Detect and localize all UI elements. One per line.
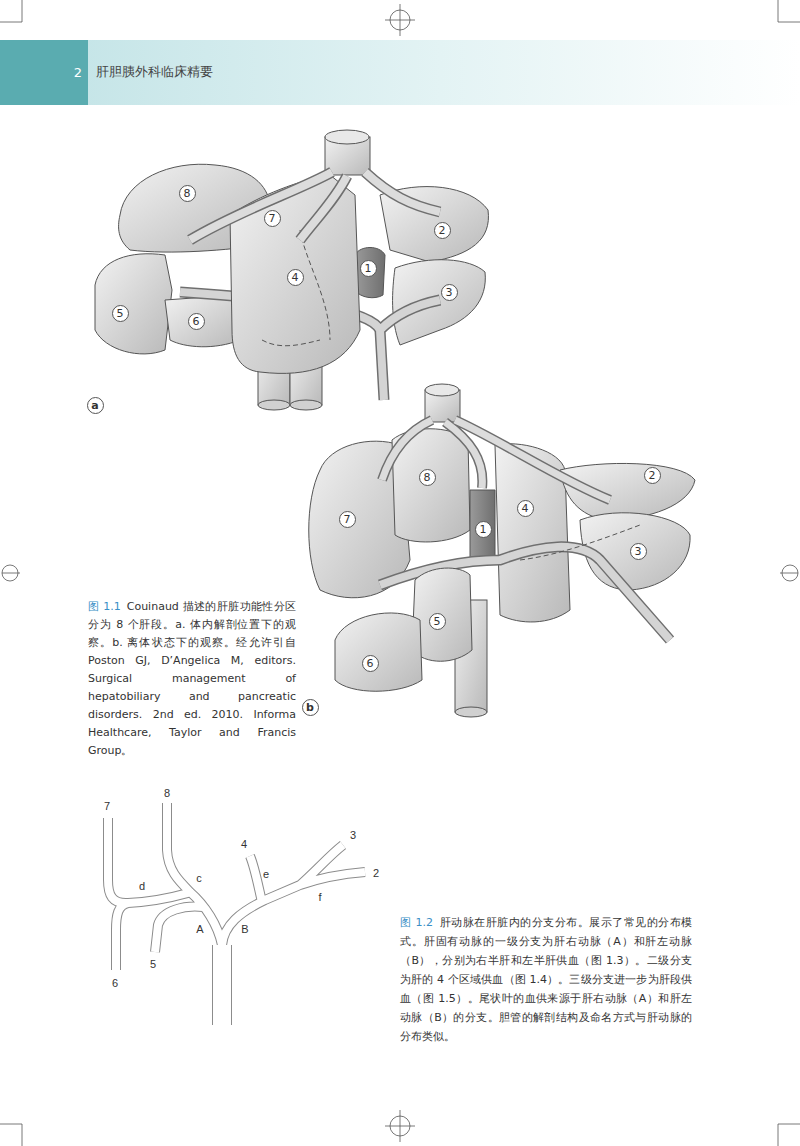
segment-number: 8 (419, 469, 436, 486)
segment-number: 8 (179, 185, 196, 202)
branch-label: e (263, 868, 269, 880)
node-text: a (91, 400, 98, 411)
node-text: 8 (424, 472, 431, 483)
branch-label: c (196, 872, 202, 884)
segment-number: 1 (360, 260, 377, 277)
dashed-outline (262, 230, 330, 346)
segment-number: 4 (517, 500, 534, 517)
crop-line (400, 4, 401, 36)
node-text: 5 (434, 616, 441, 627)
branch-label: B (241, 923, 248, 935)
node-text: 7 (344, 514, 351, 525)
crop-line (778, 0, 779, 22)
branch-label: A (196, 923, 203, 935)
artery (213, 945, 231, 1026)
segment-number: 5 (112, 305, 129, 322)
liver-segment (355, 248, 385, 298)
vessel-end (325, 130, 369, 144)
running-head: 肝胆胰外科临床精要 (96, 63, 213, 81)
node-text: 4 (292, 272, 299, 283)
artery-outline (108, 803, 365, 970)
node-text: 2 (649, 470, 656, 481)
node-text: 4 (522, 503, 529, 514)
vessel-end (290, 400, 322, 410)
liver-segment (95, 254, 172, 354)
branch-label: 3 (350, 829, 356, 841)
segment-number: 5 (429, 613, 446, 630)
branch-label: 4 (241, 838, 247, 850)
liver-segment (470, 490, 495, 560)
branch-label: 6 (112, 977, 118, 989)
segment-number: 3 (441, 284, 458, 301)
branch-label: 2 (373, 867, 379, 879)
node-text: 5 (117, 308, 124, 319)
artery-outline (212, 945, 232, 1025)
branch-label: f (318, 891, 321, 903)
crop-line (778, 1124, 779, 1146)
vessel-end (425, 384, 459, 396)
segment-number: 7 (339, 511, 356, 528)
hepatic-veins (190, 172, 440, 240)
vessel (382, 420, 610, 500)
figure-number: 图 1.1 (88, 600, 121, 613)
artery-tree (108, 803, 365, 1026)
segment-number: 6 (188, 313, 205, 330)
figure-caption: 图 1.1Couinaud 描述的肝脏功能性分区分为 8 个肝段。a. 体内解剖… (88, 598, 296, 760)
crop-line (0, 1124, 22, 1125)
vessel-end (258, 400, 290, 410)
node-text: 3 (446, 287, 453, 298)
branch-label: d (139, 880, 145, 892)
liver-segment (335, 613, 422, 691)
branch-label: 5 (150, 958, 156, 970)
node-text: 8 (184, 188, 191, 199)
artery (108, 803, 365, 970)
crop-line (2, 573, 20, 574)
hepatic-veins (382, 420, 610, 500)
vessel-outline (382, 420, 610, 500)
segment-number: 2 (644, 467, 661, 484)
segment-number: 7 (264, 210, 281, 227)
crop-line (778, 1124, 800, 1125)
node-text: 6 (193, 316, 200, 327)
caption-text: Couinaud 描述的肝脏功能性分区分为 8 个肝段。a. 体内解剖位置下的观… (88, 600, 296, 757)
node-text: 1 (365, 263, 372, 274)
vessel (190, 172, 440, 240)
crop-line (22, 0, 23, 22)
crop-line (0, 22, 22, 23)
caption-text: 肝动脉在肝脏内的分支分布。展示了常见的分布模式。肝固有动脉的一级分支为肝右动脉（… (400, 916, 692, 1043)
node-text: 6 (367, 658, 374, 669)
node-text: b (306, 702, 314, 713)
vessel-end (455, 707, 487, 717)
segment-number: 4 (287, 269, 304, 286)
node-text: 2 (439, 225, 446, 236)
figure-caption: 图 1.2肝动脉在肝脏内的分支分布。展示了常见的分布模式。肝固有动脉的一级分支为… (400, 913, 692, 1046)
segment-number: 1 (475, 521, 492, 538)
node-text: 7 (269, 213, 276, 224)
node-text: 3 (635, 546, 642, 557)
panel-letter: b (302, 699, 319, 716)
figure-number: 图 1.2 (400, 916, 433, 929)
segment-number: 3 (630, 543, 647, 560)
crop-line (400, 1110, 401, 1142)
crop-line (778, 22, 800, 23)
branch-label: 8 (164, 787, 170, 799)
crop-line (22, 1124, 23, 1146)
crop-line (780, 573, 798, 574)
page-number: 2 (74, 65, 82, 80)
dashed-outline (520, 525, 640, 560)
panel-letter: a (87, 397, 104, 414)
liver-figure-a (95, 130, 488, 410)
branch-label: 7 (104, 800, 110, 812)
vessel-outline (190, 172, 440, 240)
liver-figure-b (309, 384, 695, 717)
node-text: 1 (480, 524, 487, 535)
segment-number: 2 (434, 222, 451, 239)
segment-number: 6 (362, 655, 379, 672)
liver-segment (165, 295, 240, 347)
